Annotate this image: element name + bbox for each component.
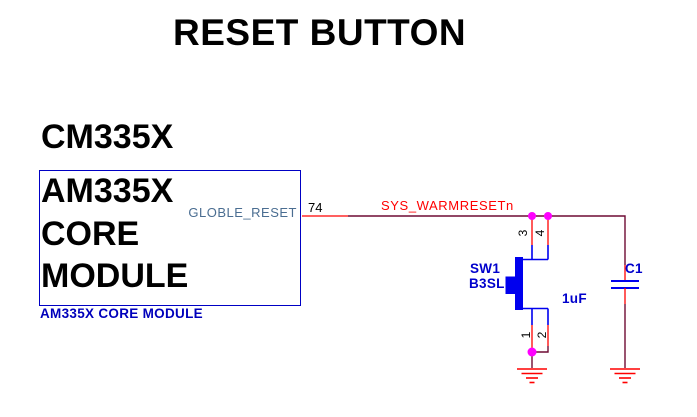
module-caption: AM335X CORE MODULE — [40, 306, 203, 321]
switch-contact-bottom — [523, 307, 549, 325]
switch-bottom-jumper-wire — [532, 346, 549, 353]
module-reference: CM335X — [41, 118, 174, 156]
junction-dot — [544, 212, 552, 220]
junction-dot — [528, 212, 536, 220]
ground-symbol-left — [517, 368, 547, 384]
switch-reference: SW1 — [470, 261, 501, 276]
module-pin-number: 74 — [308, 200, 323, 215]
page-title: RESET BUTTON — [173, 12, 467, 53]
switch-pin-number-4: 4 — [533, 229, 547, 237]
switch-plunger-bar — [515, 257, 523, 310]
switch-plunger-knob — [505, 276, 515, 294]
switch-value: B3SL — [469, 276, 505, 291]
capacitor-reference: C1 — [625, 261, 643, 276]
net-label: SYS_WARMRESETn — [381, 198, 514, 213]
module-pin-name: GLOBLE_RESET — [188, 205, 297, 220]
module-value: AM335X CORE MODULE — [41, 172, 189, 295]
switch-contact-top — [523, 245, 549, 261]
module-body-box — [39, 170, 301, 306]
net-wire-sys-warmresetn — [348, 215, 626, 265]
junction-dot — [527, 347, 537, 357]
capacitor-value: 1uF — [562, 291, 587, 306]
switch-pin-number-2: 2 — [535, 331, 549, 339]
switch-pin-number-3: 3 — [516, 229, 530, 237]
switch-pin-number-1: 1 — [519, 331, 533, 339]
ground-symbol-right — [610, 368, 640, 384]
